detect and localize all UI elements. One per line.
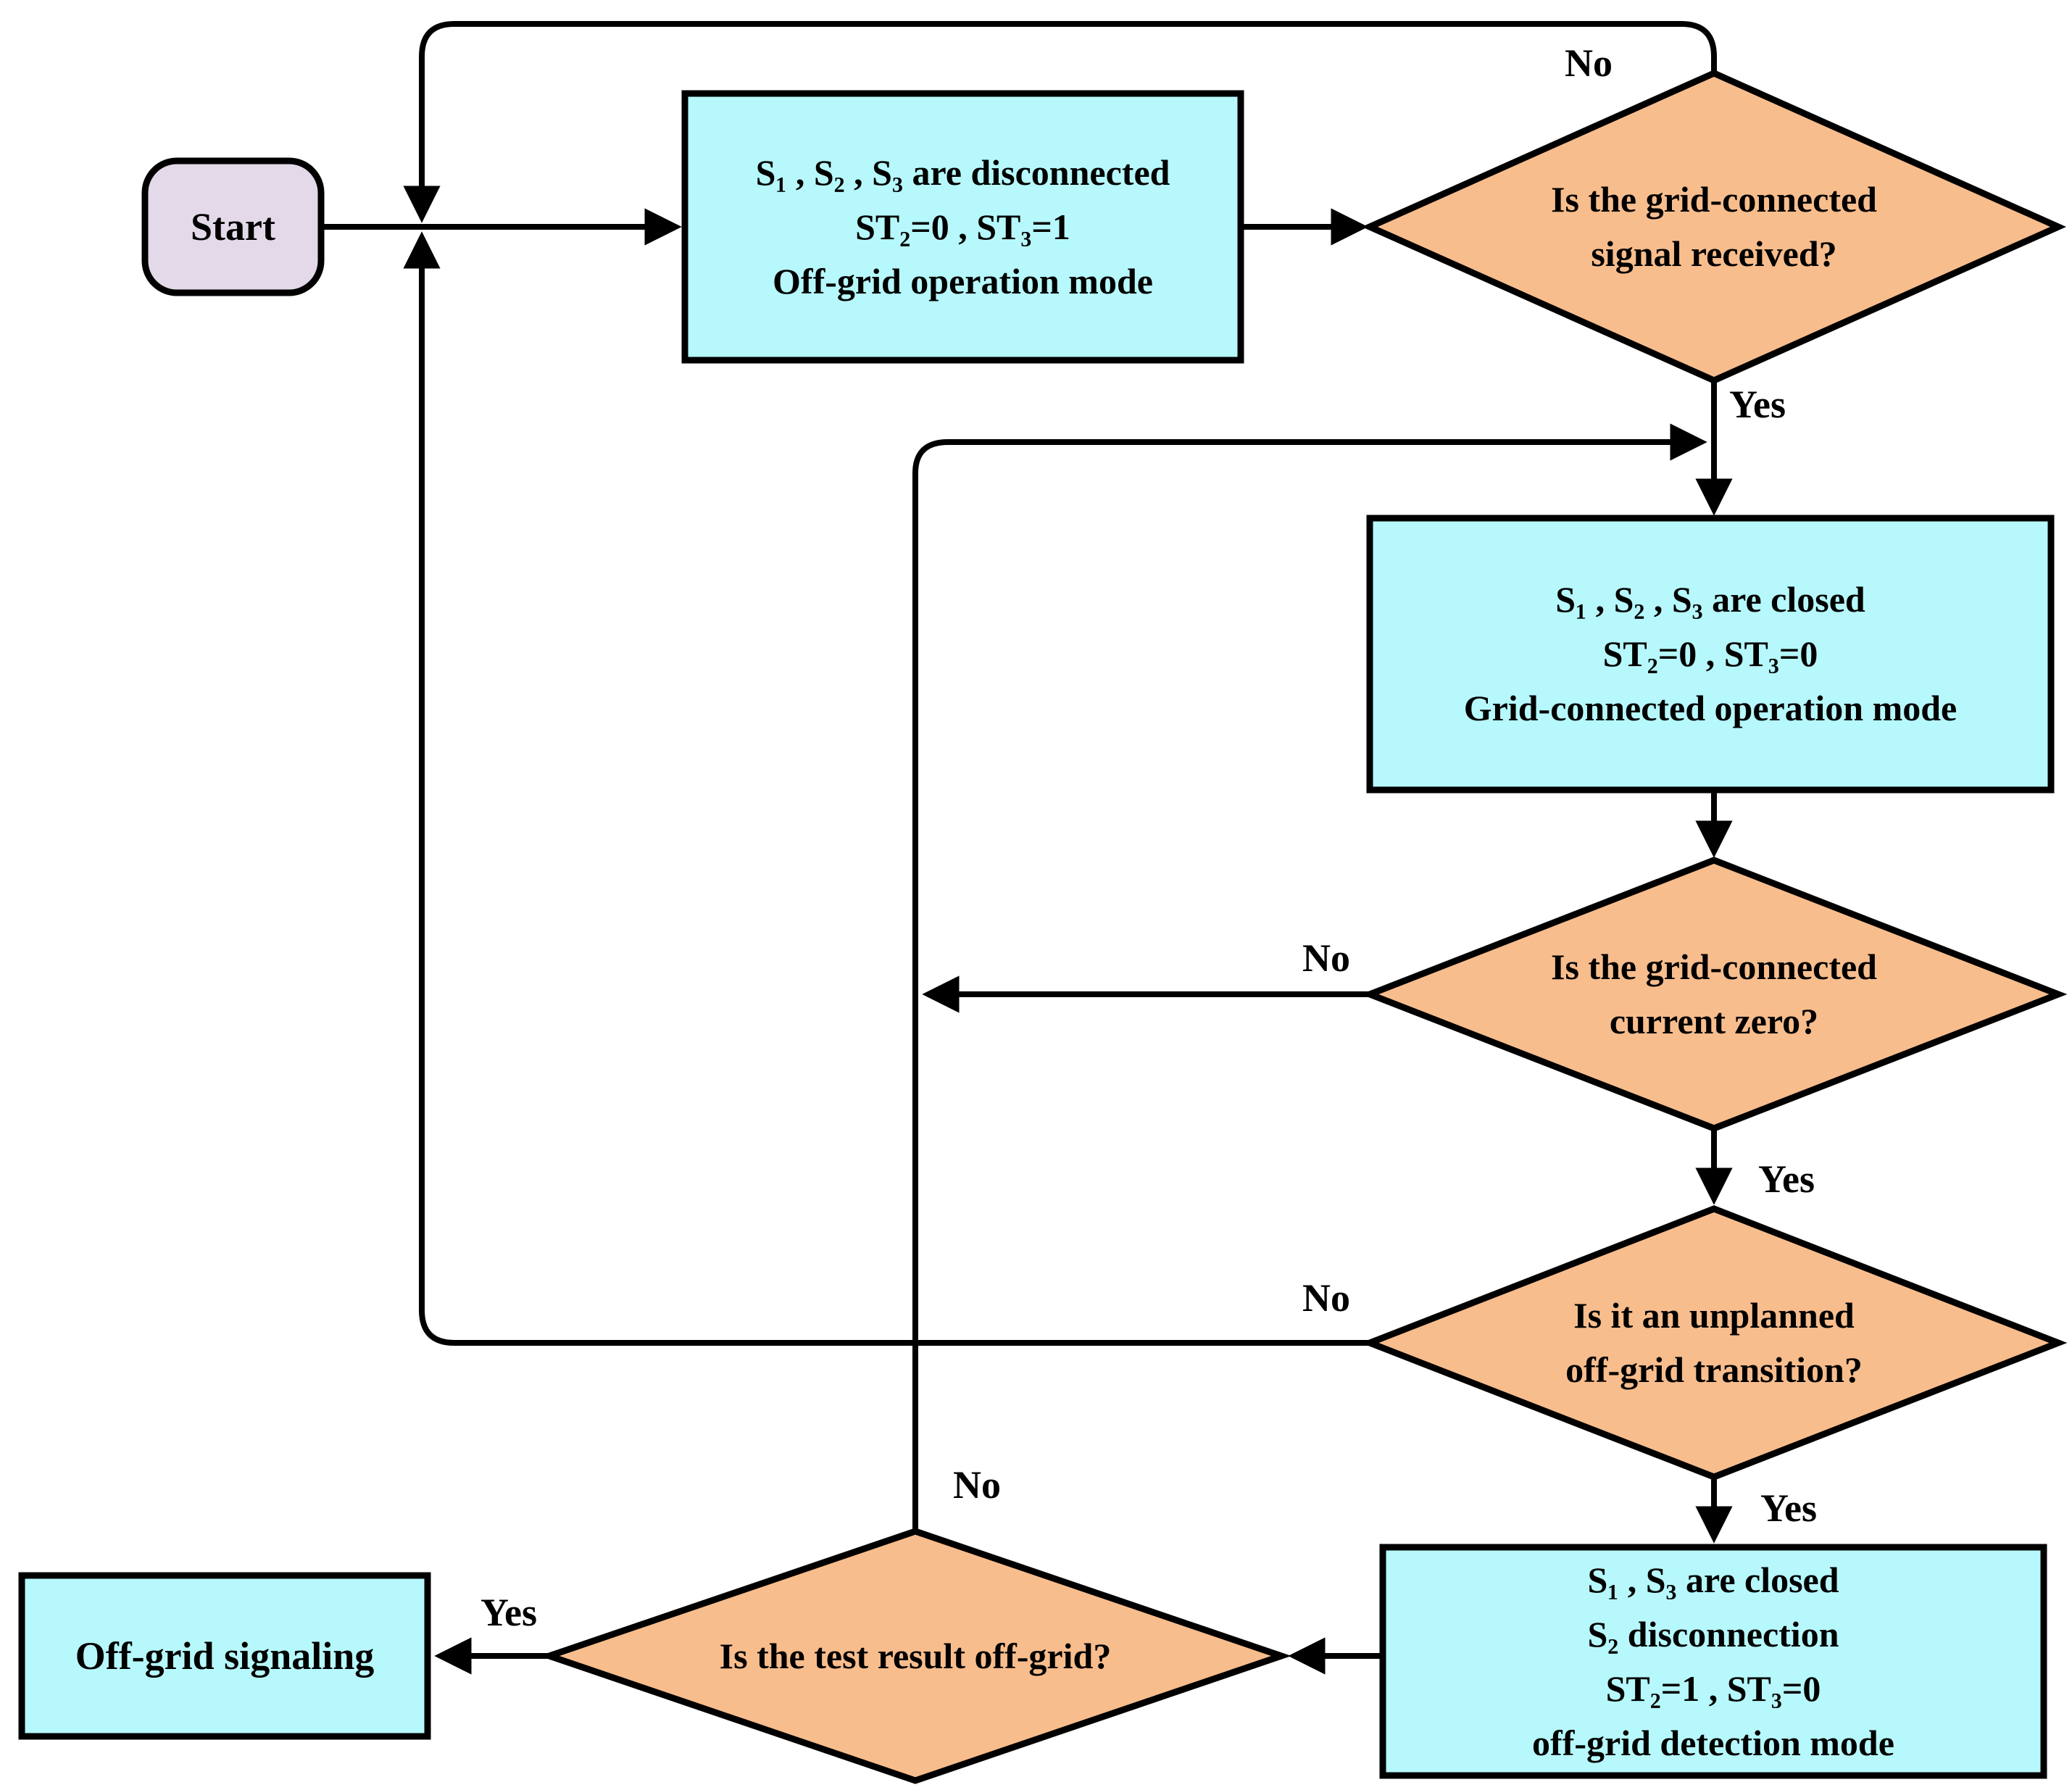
grid-mode-line-1: S₁ , S₂ , S₃ are closed (1555, 579, 1865, 620)
edge-unplanned-no-loop (403, 231, 1370, 1346)
unplanned-line-2: off-grid transition? (1565, 1349, 1863, 1390)
node-start (141, 157, 325, 296)
offgrid-detection-mode-label: S₁ , S₃ are closed S₂ disconnection ST₂=… (1383, 1547, 2044, 1776)
label-signal-received-no: No (1565, 41, 1613, 85)
edge-signal-received-no-loop (403, 21, 1717, 223)
node-offgrid-signaling (18, 1572, 431, 1740)
label-unplanned-no: No (1302, 1276, 1350, 1320)
node-offgrid-operation-mode (681, 90, 1244, 364)
detection-mode-line-3: ST₂=1 , ST₃=0 (1605, 1668, 1821, 1709)
unplanned-transition-label: Is it an unplanned off-grid transition? (1370, 1227, 2058, 1459)
current-zero-line-1: Is the grid-connected (1551, 946, 1877, 987)
signal-received-line-1: Is the grid-connected (1551, 179, 1877, 220)
offgrid-mode-line-2: ST₂=0 , ST₃=1 (855, 206, 1070, 247)
label-current-zero-no: No (1302, 936, 1350, 980)
test-result-label: Is the test result off-grid? (549, 1527, 1281, 1785)
signal-received-label: Is the grid-connected signal received? (1370, 109, 2058, 344)
node-offgrid-detection-mode (1379, 1544, 2047, 1779)
test-result-line-1: Is the test result off-grid? (719, 1635, 1112, 1676)
grid-mode-line-2: ST₂=0 , ST₃=0 (1602, 633, 1818, 674)
label-current-zero-yes: Yes (1758, 1157, 1815, 1201)
node-grid-connected-operation-mode (1366, 515, 2055, 794)
current-zero-label: Is the grid-connected current zero? (1370, 878, 2058, 1110)
node-test-result-decision (539, 1528, 1291, 1784)
detection-mode-line-1: S₁ , S₃ are closed (1587, 1559, 1839, 1600)
unplanned-line-1: Is it an unplanned (1573, 1295, 1855, 1336)
node-signal-received-decision (1361, 70, 2067, 384)
label-signal-received-yes: Yes (1729, 383, 1786, 426)
offgrid-mode-line-3: Off-grid operation mode (773, 260, 1153, 301)
label-test-result-no: No (953, 1463, 1001, 1507)
label-unplanned-yes: Yes (1760, 1486, 1817, 1530)
edge-no-return-to-grid-mode (912, 423, 1707, 1531)
start-text: Start (191, 204, 275, 249)
label-test-result-yes: Yes (480, 1591, 537, 1634)
current-zero-line-2: current zero? (1609, 1001, 1819, 1041)
offgrid-signaling-label: Off-grid signaling (22, 1575, 428, 1736)
grid-mode-line-3: Grid-connected operation mode (1463, 688, 1957, 728)
offgrid-mode-line-1: S₁ , S₂ , S₃ are disconnected (755, 151, 1170, 193)
node-current-zero-decision (1360, 857, 2068, 1132)
offgrid-signaling-text: Off-grid signaling (75, 1633, 375, 1678)
offgrid-operation-mode-label: S₁ , S₂ , S₃ are disconnected ST₂=0 , ST… (685, 93, 1241, 360)
signal-received-line-2: signal received? (1591, 233, 1837, 274)
node-unplanned-transition-decision (1360, 1205, 2068, 1481)
start-label: Start (145, 161, 321, 293)
grid-connected-operation-mode-label: S₁ , S₂ , S₃ are closed ST₂=0 , ST₃=0 Gr… (1370, 518, 2051, 790)
detection-mode-line-2: S₂ disconnection (1587, 1613, 1839, 1654)
detection-mode-line-4: off-grid detection mode (1532, 1722, 1894, 1763)
